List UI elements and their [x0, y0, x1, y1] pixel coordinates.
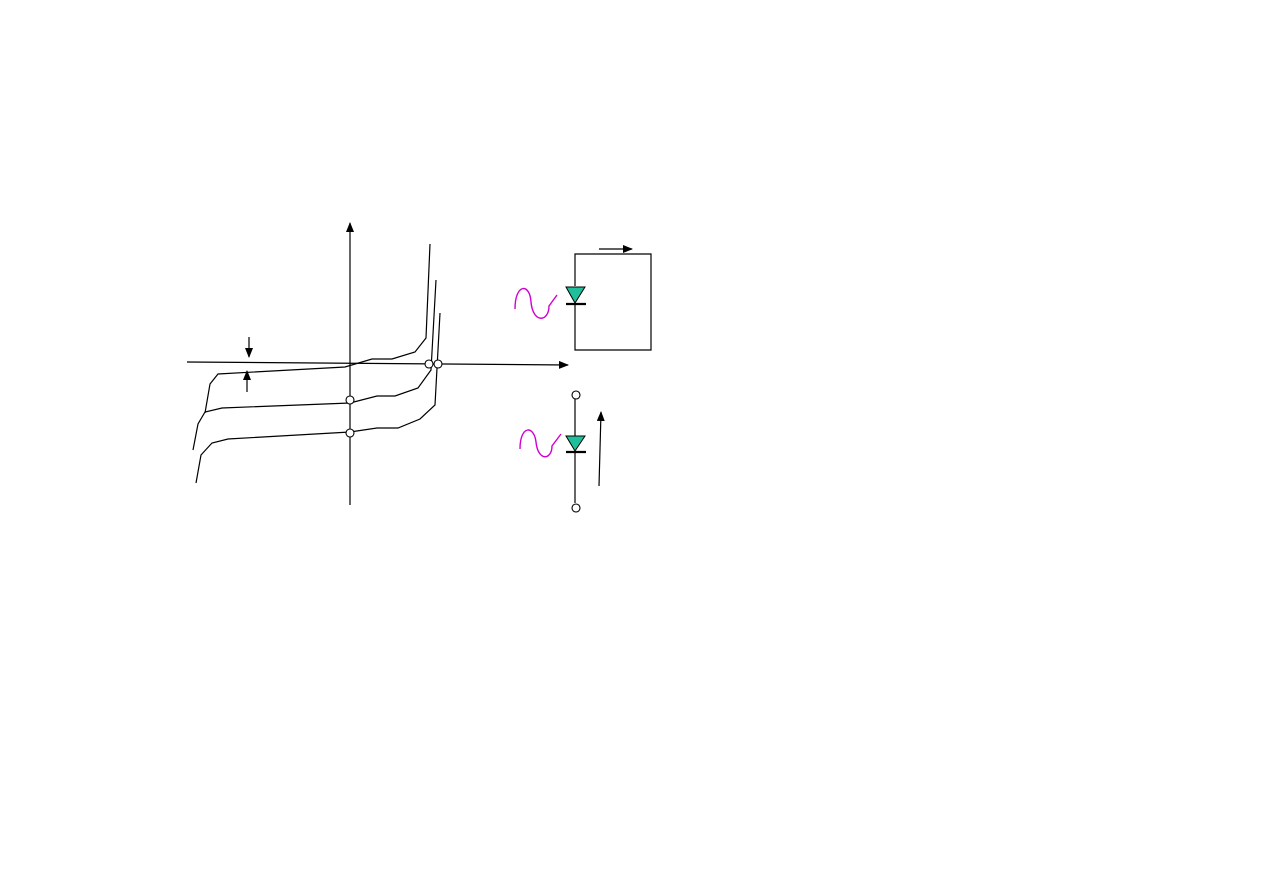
terminal-top	[571, 390, 581, 400]
point-isc-1	[345, 395, 355, 405]
voltage-axis	[186, 360, 569, 369]
offset-indicator	[243, 337, 253, 392]
open-circuit-diagram	[519, 390, 605, 513]
light-wave-icon	[514, 287, 558, 319]
iv-curve-dark	[204, 243, 431, 414]
iv-curve-light-1	[192, 279, 437, 451]
circuit-loop	[574, 253, 652, 351]
iv-curve-light-2	[195, 312, 441, 484]
iv-curves	[192, 243, 441, 484]
voltage-direction-arrow	[596, 411, 605, 487]
terminal-bottom	[571, 503, 581, 513]
photodiode-icon	[565, 435, 586, 452]
point-voc-2	[433, 359, 443, 369]
operating-points	[345, 359, 443, 438]
photodiode-icon	[565, 286, 586, 304]
point-isc-2	[345, 428, 355, 438]
short-circuit-diagram	[514, 245, 652, 351]
light-wave-icon	[519, 429, 562, 458]
point-voc-1	[424, 359, 434, 369]
axes	[186, 222, 569, 505]
